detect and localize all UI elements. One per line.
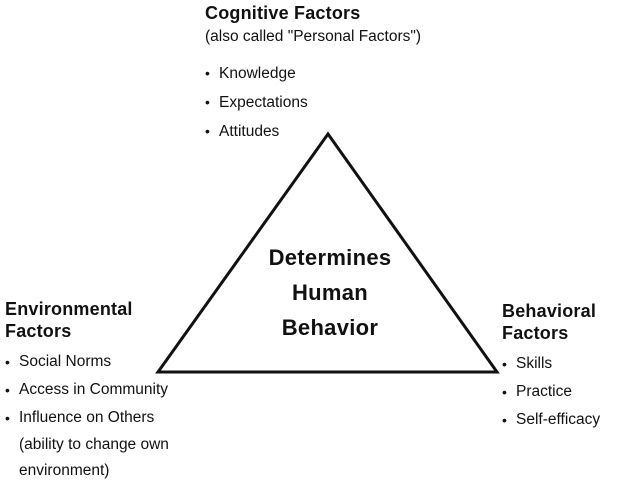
list-item-note: environment) bbox=[19, 462, 110, 479]
list-item: Self-efficacy bbox=[502, 406, 632, 434]
environmental-factors-block: Environmental Factors Social Norms Acces… bbox=[5, 298, 205, 480]
center-caption-line: Behavior bbox=[281, 315, 379, 340]
cognitive-factors-list: Knowledge Expectations Attitudes bbox=[205, 59, 465, 146]
center-caption: Determines Human Behavior bbox=[230, 240, 430, 345]
center-caption-line: Determines bbox=[268, 245, 392, 270]
behavioral-factors-title: Factors bbox=[502, 323, 569, 343]
cognitive-factors-block: Cognitive Factors (also called "Personal… bbox=[205, 2, 465, 146]
list-item: Influence on Others bbox=[5, 404, 205, 432]
behavioral-factors-block: Behavioral Factors Skills Practice Self-… bbox=[502, 300, 632, 434]
environmental-factors-title: Environmental bbox=[5, 299, 133, 319]
list-item: Attitudes bbox=[205, 117, 465, 146]
list-item: Access in Community bbox=[5, 376, 205, 404]
behavioral-factors-title: Behavioral bbox=[502, 301, 597, 321]
list-item: Social Norms bbox=[5, 348, 205, 376]
list-item: Skills bbox=[502, 350, 632, 378]
list-item-note: (ability to change own bbox=[19, 436, 169, 453]
cognitive-factors-title: Cognitive Factors bbox=[205, 3, 361, 23]
list-item: Knowledge bbox=[205, 59, 465, 88]
environmental-factors-list: Social Norms Access in Community Influen… bbox=[5, 348, 205, 480]
triangle-outline bbox=[155, 131, 500, 374]
list-item: Expectations bbox=[205, 88, 465, 117]
behavioral-factors-list: Skills Practice Self-efficacy bbox=[502, 350, 632, 434]
cognitive-factors-subtitle: (also called "Personal Factors") bbox=[205, 28, 422, 45]
center-caption-line: Human bbox=[291, 280, 369, 305]
environmental-factors-title: Factors bbox=[5, 321, 72, 341]
list-item: Practice bbox=[502, 378, 632, 406]
